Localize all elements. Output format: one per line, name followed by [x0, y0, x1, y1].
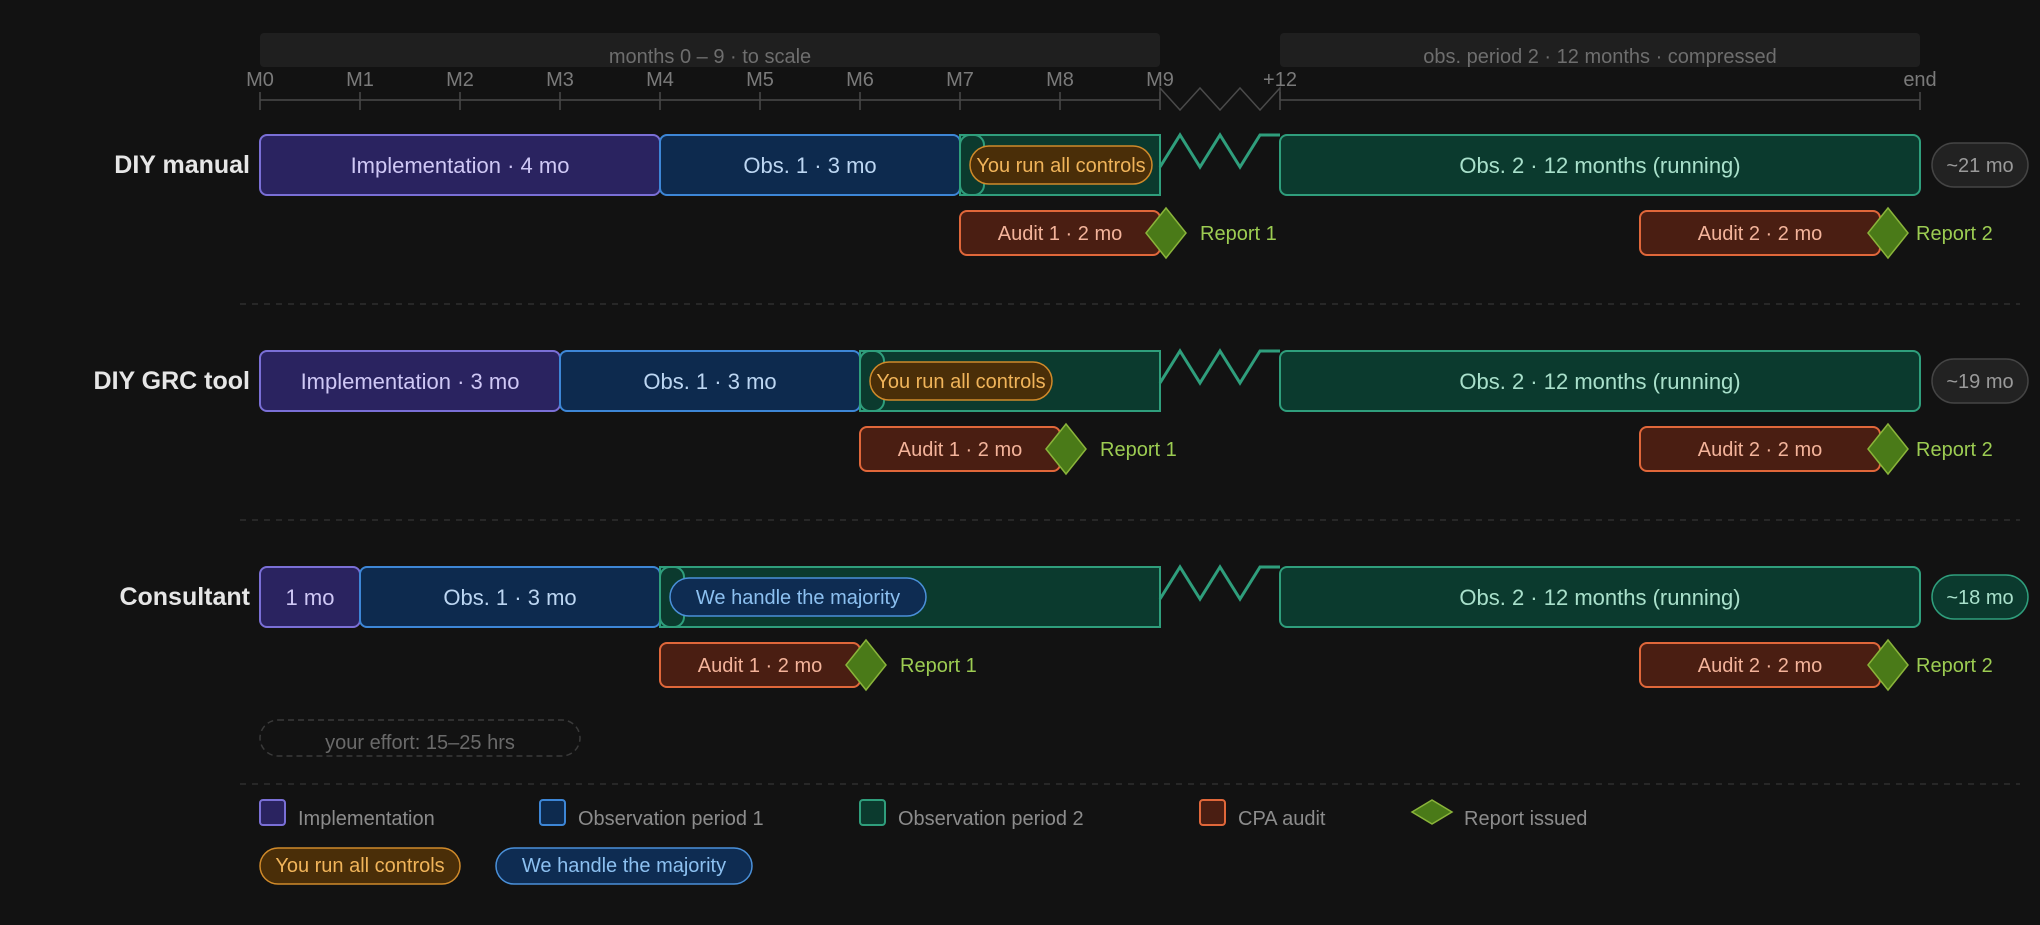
- obs2-label: Obs. 2 · 12 months (running): [1459, 585, 1740, 610]
- axis-tick-label: M7: [946, 69, 974, 91]
- total-duration-badge: [1931, 358, 2029, 404]
- report1-marker: [1145, 206, 1187, 260]
- axis-tick-label: end: [1903, 69, 1936, 91]
- report2-label: Report 2: [1916, 655, 1993, 677]
- legend-label-audit: CPA audit: [1238, 808, 1326, 830]
- report1-marker: [845, 638, 887, 692]
- obs2-bar: [1279, 566, 1921, 628]
- obs2-bar: [1279, 350, 1921, 412]
- legend-pill-you-run: [259, 847, 461, 885]
- timeline-row: DIY GRC tool Implementation · 3 mo Obs. 1 …: [94, 348, 2029, 476]
- total-duration: ~18 mo: [1946, 587, 2013, 609]
- legend-label-obs2: Observation period 2: [898, 808, 1084, 830]
- axis-tick-label: M6: [846, 69, 874, 91]
- obs1-label: Obs. 1 · 3 mo: [643, 369, 776, 394]
- legend-label-report: Report issued: [1464, 808, 1587, 830]
- time-axis: M0 M1 M2 M3 M4 M5 M6 M7 M8 M9 +12 end: [246, 69, 1937, 112]
- axis-tick-label: M1: [346, 69, 374, 91]
- report2-marker: [1867, 422, 1909, 476]
- range-header-to-scale-label: months 0 – 9 · to scale: [609, 46, 811, 68]
- report1-label: Report 1: [1200, 223, 1277, 245]
- legend: Implementation Observation period 1 Obse…: [259, 799, 1587, 885]
- report1-label: Report 1: [1100, 439, 1177, 461]
- range-header-to-scale: [260, 33, 1160, 67]
- row-label: Consultant: [119, 583, 250, 611]
- axis-tick-label: M4: [646, 69, 674, 91]
- effort-pill-label: You run all controls: [876, 371, 1045, 393]
- audit1-label: Audit 1 · 2 mo: [698, 655, 823, 677]
- legend-swatch-obs1: [539, 799, 566, 826]
- effort-pill-label: You run all controls: [976, 155, 1145, 177]
- we-handle-pill: [669, 577, 927, 617]
- range-header-compressed-label: obs. period 2 · 12 months · compressed: [1423, 46, 1777, 68]
- obs1-label: Obs. 1 · 3 mo: [443, 585, 576, 610]
- axis-break-zigzag: [1158, 132, 1280, 170]
- axis-break-zigzag: [1158, 564, 1280, 602]
- axis-tick-label: +12: [1263, 69, 1297, 91]
- axis-tick-label: M5: [746, 69, 774, 91]
- legend-pill-we-handle: [495, 847, 753, 885]
- report2-marker: [1867, 638, 1909, 692]
- audit1-label: Audit 1 · 2 mo: [998, 223, 1123, 245]
- report2-marker: [1867, 206, 1909, 260]
- legend-swatch-implementation: [259, 799, 286, 826]
- legend-swatch-audit: [1199, 799, 1226, 826]
- range-header-compressed: [1280, 33, 1920, 67]
- legend-label-we-handle: We handle the majority: [522, 855, 726, 877]
- audit1-label: Audit 1 · 2 mo: [898, 439, 1023, 461]
- total-duration: ~21 mo: [1946, 155, 2013, 177]
- total-duration-badge: [1931, 574, 2029, 620]
- you-run-pill: [869, 361, 1053, 401]
- effort-note: your effort: 15–25 hrs: [325, 732, 515, 754]
- audit2-label: Audit 2 · 2 mo: [1698, 655, 1823, 677]
- implementation-label: Implementation · 3 mo: [301, 369, 520, 394]
- effort-pill-label: We handle the majority: [696, 587, 900, 609]
- report2-label: Report 2: [1916, 223, 1993, 245]
- timeline-row: Consultant 1 mo Obs. 1 · 3 mo Obs. 2 · 12 m…: [119, 564, 2029, 692]
- row-label: DIY GRC tool: [94, 367, 250, 395]
- axis-break-zigzag: [1158, 348, 1280, 386]
- axis-tick-label: M3: [546, 69, 574, 91]
- implementation-label: Implementation · 4 mo: [351, 153, 570, 178]
- total-duration: ~19 mo: [1946, 371, 2013, 393]
- effort-note-box: [259, 719, 581, 757]
- total-duration-badge: [1931, 142, 2029, 188]
- report2-label: Report 2: [1916, 439, 1993, 461]
- you-run-pill: [969, 145, 1153, 185]
- implementation-label: 1 mo: [286, 585, 335, 610]
- obs2-label: Obs. 2 · 12 months (running): [1459, 369, 1740, 394]
- obs2-bar: [1279, 134, 1921, 196]
- row-label: DIY manual: [114, 151, 250, 179]
- audit2-label: Audit 2 · 2 mo: [1698, 223, 1823, 245]
- legend-swatch-report: [1410, 799, 1454, 825]
- report1-label: Report 1: [900, 655, 977, 677]
- axis-tick-label: M0: [246, 69, 274, 91]
- timeline-row: DIY manual Implementation · 4 mo Obs. 1 · …: [114, 132, 2029, 260]
- audit2-label: Audit 2 · 2 mo: [1698, 439, 1823, 461]
- obs2-label: Obs. 2 · 12 months (running): [1459, 153, 1740, 178]
- axis-tick-label: M9: [1146, 69, 1174, 91]
- legend-label-obs1: Observation period 1: [578, 808, 764, 830]
- obs1-label: Obs. 1 · 3 mo: [743, 153, 876, 178]
- legend-label-implementation: Implementation: [298, 808, 435, 830]
- report1-marker: [1045, 422, 1087, 476]
- axis-tick-label: M8: [1046, 69, 1074, 91]
- axis-tick-label: M2: [446, 69, 474, 91]
- legend-label-you-run: You run all controls: [275, 855, 444, 877]
- legend-swatch-obs2: [859, 799, 886, 826]
